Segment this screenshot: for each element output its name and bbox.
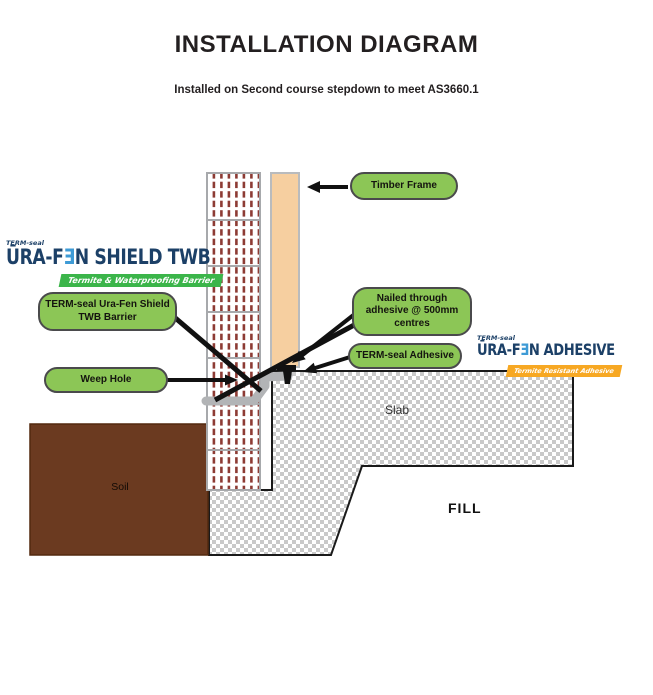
brick-course-lines: [207, 219, 260, 451]
brand-pre: ŪRA-F: [477, 340, 521, 359]
callout-nailed-through: Nailed through adhesive @ 500mm centres: [352, 287, 472, 336]
brand-post: N ADHESIVE: [528, 340, 615, 359]
nail-pin-marker: [277, 365, 296, 384]
brand-pre: ŪRA-F: [6, 245, 64, 269]
callout-weep-hole: Weep Hole: [44, 367, 168, 393]
urafen-shield-twb-logo: TERM-seal ŪRA-FƎN SHIELD TWB Termite & W…: [6, 239, 255, 287]
shield-tagline-banner: Termite & Waterproofing Barrier: [58, 274, 224, 287]
callout-timber-frame-text: Timber Frame: [371, 179, 437, 191]
slab-shape: [208, 370, 574, 556]
urafen-adhesive-logo: TERM-seal ŪRA-FƎN ADHESIVE Termite Resis…: [477, 334, 645, 377]
callout-twb-barrier-text: TERM-seal Ura-Fen Shield TWB Barrier: [45, 299, 170, 323]
brand-post: N SHIELD TWB: [74, 245, 211, 269]
callout-term-seal-adhesive-text: TERM-seal Adhesive: [356, 349, 454, 361]
callout-twb-barrier: TERM-seal Ura-Fen Shield TWB Barrier: [38, 292, 177, 331]
urafen-shield-wordmark: ŪRA-FƎN SHIELD TWB: [6, 245, 211, 269]
twb-barrier-shape: [201, 371, 293, 406]
fill-label: FILL: [448, 500, 482, 516]
callout-term-seal-adhesive: TERM-seal Adhesive: [348, 343, 462, 369]
term-seal-mark: TERM-seal: [6, 239, 44, 247]
adhesive-tagline-banner: Termite Resistant Adhesive: [505, 365, 623, 377]
soil-label: Soil: [111, 481, 129, 493]
brand-e-glyph: Ǝ: [63, 245, 75, 269]
slab-label: Slab: [385, 403, 410, 417]
brick-wall: [206, 172, 261, 491]
brand-e-glyph: Ǝ: [520, 340, 529, 359]
timber-frame-shape: [270, 172, 300, 368]
leader-lines: [164, 181, 358, 403]
callout-nailed-through-text: Nailed through adhesive @ 500mm centres: [365, 292, 459, 329]
callout-timber-frame: Timber Frame: [350, 172, 458, 200]
page-title: INSTALLATION DIAGRAM: [174, 31, 479, 58]
soil-shape: [29, 423, 209, 556]
page-subtitle: Installed on Second course stepdown to m…: [174, 84, 479, 96]
term-seal-mark: TERM-seal: [477, 334, 515, 342]
urafen-adhesive-wordmark: ŪRA-FƎN ADHESIVE: [477, 342, 615, 358]
callout-weep-hole-text: Weep Hole: [80, 373, 132, 385]
